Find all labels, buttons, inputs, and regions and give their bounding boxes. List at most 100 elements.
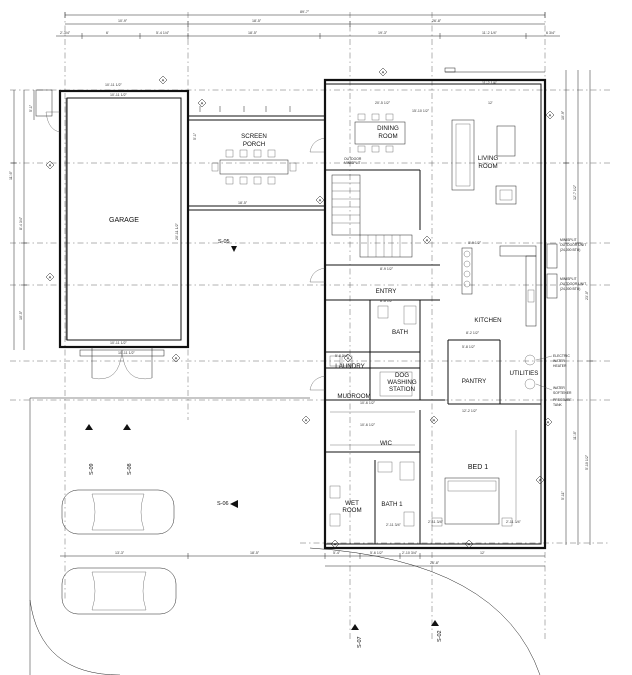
svg-text:11'-2 1/4": 11'-2 1/4": [482, 81, 498, 85]
mudroom: MUDROOM 10'-6 1/2": [309, 375, 376, 405]
section-markers: S-05 S-06 S-07 S-02 S-09 S-08: [85, 239, 443, 648]
section-s05-arrow: [231, 246, 237, 252]
note-tank-b: TANK: [553, 403, 563, 407]
note-ewh-c: HEATER: [553, 364, 567, 368]
dim-top-right: 26'-8": [432, 19, 442, 23]
room-laundry: LAUNDRY: [335, 363, 364, 370]
dim-left-d: 5'-1": [29, 104, 33, 112]
svg-text:A: A: [175, 356, 178, 361]
grid-lines: [10, 12, 610, 640]
svg-text:12': 12': [488, 101, 493, 105]
note-ewh-a: ELECTRIC: [553, 354, 570, 358]
svg-text:A: A: [547, 420, 550, 425]
room-dog-2: WASHING: [387, 379, 417, 386]
section-s07-arrow: [351, 624, 359, 630]
dim-right-f: 5'-10 1/2": [585, 454, 589, 470]
laundry: LAUNDRY 5'-8 3/4": [329, 354, 365, 370]
left-dimensions: 11'-6" 8'-4 3/4" 10'-5" 5'-1": [9, 89, 53, 350]
dim-row2-b: 6': [106, 31, 109, 35]
room-living-1: LIVING: [478, 155, 498, 162]
equipment-notes: MINISPLIT OUTDOOR UNIT (24,000 BTU) MINI…: [535, 238, 586, 407]
grid-bubbles: A A A A A A A A A A A A A A A A: [45, 67, 555, 549]
right-dimensions: 10'-9" 12'-7 1/2" 23'-0" 11'-8" 5'-11" 5…: [561, 70, 593, 545]
svg-text:A: A: [433, 418, 436, 423]
room-screen-porch-1: SCREEN: [241, 133, 267, 140]
dim-bottom-row2: 26'-8": [430, 561, 440, 565]
living-room: LIVING ROOM 11'-2 1/4" 12': [444, 67, 545, 205]
dim-left-b: 8'-4 3/4": [19, 216, 23, 230]
dim-bottom-c: 5'-4": [333, 551, 341, 555]
note-minisplit-1c: (24,000 BTU): [560, 248, 580, 252]
kitchen: KITCHEN 8'-2 1/2" 8'-9 1/2": [461, 241, 537, 335]
garage: 10'-11 1/2" 10'-11 1/2" 20'-11 1/2" 10'-…: [45, 83, 190, 380]
svg-text:A: A: [305, 418, 308, 423]
dim-row2-e: 19'-3": [378, 31, 388, 35]
svg-text:5'-1": 5'-1": [193, 132, 197, 140]
dim-right-c: 23'-0": [585, 290, 589, 300]
section-s09-arrow: [85, 424, 93, 430]
section-s09: S-09: [89, 463, 95, 475]
room-screen-porch-2: PORCH: [243, 141, 265, 148]
room-wic: WIC: [380, 440, 393, 447]
pantry: PANTRY 5'-8 1/2": [462, 345, 487, 385]
room-dog-3: STATION: [389, 386, 415, 393]
svg-text:2'-11 3/4": 2'-11 3/4": [428, 520, 444, 524]
dim-row2-d: 18'-5": [248, 31, 258, 35]
room-bath-1: BATH 1: [381, 501, 403, 508]
dim-right-a: 10'-9": [561, 110, 565, 120]
note-softener-b: SOFTENER: [553, 391, 572, 395]
svg-text:10'-6 1/2": 10'-6 1/2": [360, 423, 376, 427]
room-garage: GARAGE: [109, 217, 139, 224]
svg-text:5'-8 3/4": 5'-8 3/4": [335, 354, 349, 358]
dim-row2-f: 11'-2 1/4": [482, 31, 498, 35]
svg-text:A: A: [201, 101, 204, 106]
svg-text:10'-11 1/2": 10'-11 1/2": [110, 341, 128, 345]
room-mudroom: MUDROOM: [337, 393, 370, 400]
bath: BATH: [377, 305, 417, 336]
svg-text:12'-2 1/2": 12'-2 1/2": [462, 409, 478, 413]
room-living-2: ROOM: [478, 163, 497, 170]
section-s08: S-08: [127, 463, 133, 475]
svg-text:8'-9 1/2": 8'-9 1/2": [380, 267, 394, 271]
section-s08-arrow: [123, 424, 131, 430]
dim-left-c: 10'-5": [19, 310, 23, 320]
note-outdoor-minisplit-2: MINISPLIT: [344, 161, 361, 165]
svg-text:5'-8 1/2": 5'-8 1/2": [462, 345, 476, 349]
note-minisplit-2a: MINISPLIT: [560, 277, 577, 281]
svg-text:2'-11 3/4": 2'-11 3/4": [386, 523, 402, 527]
svg-text:20'-11 1/2": 20'-11 1/2": [175, 222, 179, 240]
car-1: [61, 489, 175, 535]
svg-text:A: A: [162, 78, 165, 83]
svg-text:2'-11 3/4": 2'-11 3/4": [506, 520, 522, 524]
dog-washing-station: DOG WASHING STATION: [379, 371, 417, 397]
wet-room: WET ROOM: [329, 485, 362, 527]
dim-bottom-d: 5'-6 1/2": [370, 551, 384, 555]
note-minisplit-1a: MINISPLIT: [560, 238, 577, 242]
svg-text:18'-5": 18'-5": [238, 201, 248, 205]
svg-text:A: A: [334, 542, 337, 547]
dim-right-e: 5'-11": [561, 490, 565, 500]
dim-bottom-a: 13'-3": [115, 551, 125, 555]
wic: WIC 10'-6 1/2": [330, 411, 415, 447]
section-s06: S-06: [217, 501, 229, 507]
screen-porch: SCREEN PORCH 18'-5" 5'-1": [188, 106, 326, 211]
dim-row2-g: 6 3/4": [546, 31, 556, 35]
svg-text:A: A: [49, 163, 52, 168]
room-dog-1: DOG: [395, 372, 409, 379]
dining-room: DINING ROOM 20'-5 1/2" 15'-10 1/2" OUTDO…: [344, 101, 430, 165]
svg-text:A: A: [549, 113, 552, 118]
dim-row2-c: 5'-4 1/4": [156, 31, 170, 35]
note-minisplit-1b: OUTDOOR UNIT: [560, 243, 586, 247]
bottom-dimensions: 13'-3" 18'-5" 5'-4" 5'-6 1/2" 2'-10 3/4"…: [60, 551, 545, 567]
svg-text:8'-2 1/2": 8'-2 1/2": [466, 331, 480, 335]
note-minisplit-2b: OUTDOOR UNIT: [560, 282, 586, 286]
section-s06-arrow: [230, 500, 238, 508]
section-s05: S-05: [218, 239, 230, 245]
top-dimensions: 89'-7" 10'-9" 18'-5" 26'-8" 2'-3/4" 6' 5…: [56, 10, 560, 39]
dim-bottom-b: 18'-5": [250, 551, 260, 555]
svg-text:8'-9 1/2": 8'-9 1/2": [468, 241, 482, 245]
svg-text:A: A: [347, 356, 350, 361]
dim-right-b: 12'-7 1/2": [573, 184, 577, 200]
utilities: UTILITIES: [510, 354, 538, 390]
svg-text:10'-6 1/2": 10'-6 1/2": [360, 401, 376, 405]
